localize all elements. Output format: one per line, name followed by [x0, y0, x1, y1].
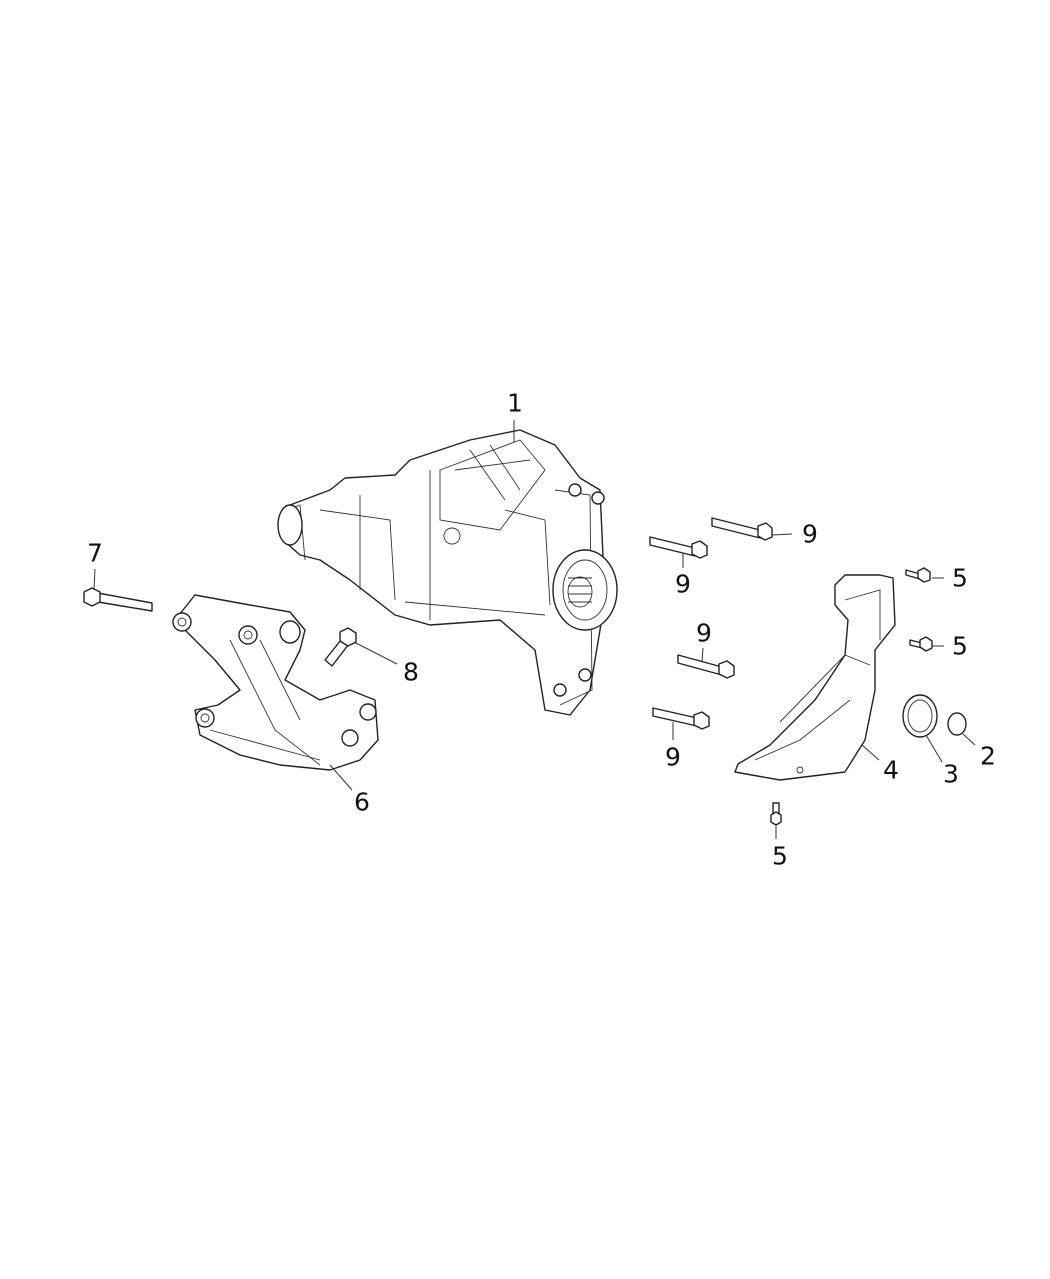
- part-9-bolt-b[interactable]: [649, 536, 708, 559]
- callout-8: 8: [403, 657, 419, 687]
- callout-5b: 5: [952, 631, 968, 661]
- part-9-bolt-a[interactable]: [711, 517, 773, 541]
- callout-5c: 5: [772, 841, 788, 871]
- callout-9d: 9: [665, 742, 681, 772]
- callout-4: 4: [883, 755, 899, 785]
- callout-9a: 9: [802, 519, 818, 549]
- callout-1: 1: [507, 388, 523, 418]
- part-3-seal-ring[interactable]: [902, 694, 938, 738]
- part-9-bolt-d[interactable]: [652, 707, 710, 730]
- part-7-bolt[interactable]: [83, 587, 153, 612]
- part-9-bolt-c[interactable]: [677, 654, 735, 679]
- part-6-bracket[interactable]: [172, 594, 379, 771]
- callout-7: 7: [87, 538, 103, 568]
- callout-6: 6: [354, 787, 370, 817]
- part-8-bolt[interactable]: [324, 627, 357, 667]
- part-5-bolt-a[interactable]: [905, 567, 931, 583]
- callout-9b: 9: [675, 569, 691, 599]
- part-1-housing[interactable]: [277, 429, 618, 716]
- callout-5a: 5: [952, 563, 968, 593]
- part-5-bolt-c[interactable]: [770, 802, 782, 826]
- callout-3: 3: [943, 759, 959, 789]
- callout-9c: 9: [696, 618, 712, 648]
- part-4-heat-shield[interactable]: [734, 574, 896, 781]
- part-2-plug[interactable]: [947, 712, 967, 736]
- leader-lines: [93, 420, 976, 839]
- part-5-bolt-b[interactable]: [909, 636, 933, 652]
- callout-2: 2: [980, 741, 996, 771]
